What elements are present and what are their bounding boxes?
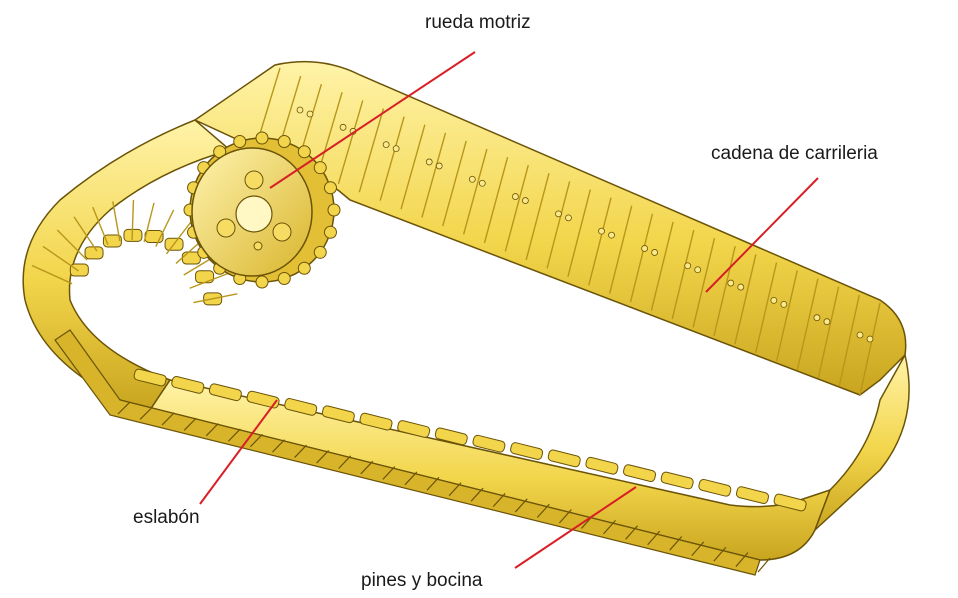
shoe-bolt: [609, 232, 615, 238]
sprocket-tooth: [324, 182, 336, 194]
shoe-bolt: [469, 176, 475, 182]
shoe-bolt: [565, 215, 571, 221]
shoe-bolt: [814, 315, 820, 321]
sprocket-tooth: [278, 272, 290, 284]
sprocket-tooth: [298, 262, 310, 274]
shoe-bolt: [728, 280, 734, 286]
shoe-bolt: [522, 198, 528, 204]
label-drive-wheel: rueda motriz: [425, 12, 531, 34]
sprocket-tooth: [278, 136, 290, 148]
chain-link: [196, 271, 214, 283]
shoe-bolt: [781, 301, 787, 307]
shoe-bolt: [685, 263, 691, 269]
shoe-bolt: [512, 194, 518, 200]
label-pins-bushing: pines y bocina: [361, 570, 482, 592]
chain-link: [85, 247, 103, 259]
shoe-bolt: [307, 111, 313, 117]
sprocket-tooth: [256, 276, 268, 288]
shoe-bolt: [599, 228, 605, 234]
sprocket-tooth: [314, 162, 326, 174]
shoe-bolt: [867, 336, 873, 342]
hub-bolt: [254, 242, 262, 250]
shoe-bolt: [297, 107, 303, 113]
wheel-center-bore: [236, 196, 272, 232]
sprocket-tooth: [234, 136, 246, 148]
shoe-bolt: [824, 319, 830, 325]
sprocket-tooth: [328, 204, 340, 216]
shoe-bolt: [738, 284, 744, 290]
label-link: eslabón: [133, 507, 200, 529]
shoe-bolt: [652, 249, 658, 255]
chain-link: [70, 264, 88, 276]
shoe-bolt: [695, 267, 701, 273]
sprocket-tooth: [314, 246, 326, 258]
shoe-bolt: [393, 146, 399, 152]
hub-bolt: [273, 223, 291, 241]
shoe-bolt: [436, 163, 442, 169]
shoe-bolt: [857, 332, 863, 338]
hub-bolt: [217, 219, 235, 237]
sprocket-tooth: [256, 132, 268, 144]
sprocket-tooth: [298, 146, 310, 158]
shoe-bolt: [642, 245, 648, 251]
shoe-bolt: [555, 211, 561, 217]
label-track-chain: cadena de carrileria: [711, 143, 878, 165]
shoe-bolt: [340, 124, 346, 130]
shoe-bolt: [479, 180, 485, 186]
shoe-bolt: [383, 142, 389, 148]
hub-bolt: [245, 171, 263, 189]
sprocket-tooth: [324, 226, 336, 238]
shoe-bolt: [426, 159, 432, 165]
shoe-bolt: [771, 297, 777, 303]
